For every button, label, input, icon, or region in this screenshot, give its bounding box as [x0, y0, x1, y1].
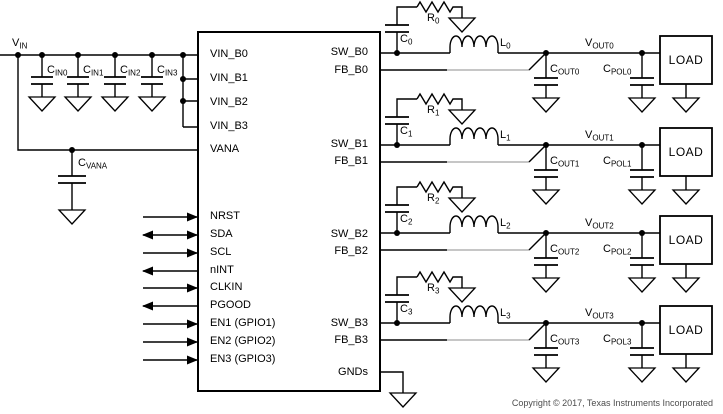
pin-label-sw-b3: SW_B3	[330, 317, 368, 329]
pin-label-vin-b1: VIN_B1	[210, 72, 248, 84]
l0-label: L0	[500, 37, 511, 51]
cin0-plates	[31, 76, 53, 85]
ground-symbol	[101, 96, 129, 112]
pin-label-en1: EN1 (GPIO1)	[210, 317, 276, 329]
pin-label-nint: nINT	[210, 264, 234, 276]
vana-wire	[17, 55, 198, 151]
ground-symbol	[138, 96, 166, 112]
vout3-label: VOUT3	[585, 307, 614, 321]
pin-label-pgood: PGOOD	[210, 299, 251, 311]
cvana-plates	[58, 175, 86, 184]
c3-label: C3	[400, 303, 413, 317]
pin-label-sda: SDA	[210, 228, 233, 240]
copyright-text: Copyright © 2017, Texas Instruments Inco…	[511, 398, 713, 408]
cin3-plates	[141, 76, 163, 85]
input-network	[0, 54, 198, 225]
cout3-label: COUT3	[550, 333, 580, 347]
pin-label-sw-b2: SW_B2	[330, 228, 368, 240]
cin2-label: CIN2	[120, 64, 141, 78]
pin-label-vana: VANA	[210, 143, 240, 155]
vin-net-label: VIN	[12, 37, 28, 51]
r0-label: R0	[427, 12, 440, 26]
input-junction-dots	[15, 52, 186, 153]
gnds-net	[380, 371, 417, 408]
c0-label: C0	[400, 33, 413, 47]
pin-label-gnds: GNDs	[338, 366, 368, 378]
cin0-label: CIN0	[47, 64, 68, 78]
cout1-label: COUT1	[550, 155, 580, 169]
ic-outline	[197, 31, 381, 392]
pin-label-sw-b0: SW_B0	[330, 46, 368, 58]
load-label-1: LOAD	[668, 145, 704, 159]
cout2-label: COUT2	[550, 243, 580, 257]
ground-symbol	[28, 96, 56, 112]
arrow-in-icon	[187, 230, 198, 240]
pin-label-fb-b1: FB_B1	[334, 155, 368, 167]
arrow-in-icon	[187, 337, 198, 347]
r1-label: R1	[427, 104, 440, 118]
pin-label-nrst: NRST	[210, 210, 240, 222]
vout2-label: VOUT2	[585, 217, 614, 231]
pin-label-sw-b1: SW_B1	[330, 138, 368, 150]
cpol3-label: CPOL3	[603, 333, 632, 347]
vout0-label: VOUT0	[585, 37, 614, 51]
cvana-label: CVANA	[78, 157, 108, 171]
cpol2-label: CPOL2	[603, 243, 632, 257]
pin-label-vin-b3: VIN_B3	[210, 120, 248, 132]
r3-label: R3	[427, 282, 440, 296]
arrow-in-icon	[187, 283, 198, 293]
l1-label: L1	[500, 129, 511, 143]
arrow-in-icon	[187, 355, 198, 365]
cin2-plates	[104, 76, 126, 85]
load-label-2: LOAD	[668, 233, 704, 247]
c1-label: C1	[400, 125, 413, 139]
c2-label: C2	[400, 213, 413, 227]
load-label-3: LOAD	[668, 323, 704, 337]
arrow-in-icon	[187, 319, 198, 329]
pin-label-fb-b2: FB_B2	[334, 245, 368, 257]
ground-symbol	[64, 96, 92, 112]
l2-label: L2	[500, 217, 511, 231]
pin-label-en3: EN3 (GPIO3)	[210, 353, 276, 365]
vin-bus	[182, 55, 198, 128]
pin-label-fb-b0: FB_B0	[334, 64, 368, 76]
pin-label-vin-b2: VIN_B2	[210, 96, 248, 108]
load-label-0: LOAD	[668, 53, 704, 67]
arrow-out-icon	[142, 230, 153, 240]
pin-label-clkin: CLKIN	[210, 281, 243, 293]
cin3-label: CIN3	[157, 64, 178, 78]
cpol0-label: CPOL0	[603, 63, 632, 77]
cin1-plates	[67, 76, 89, 85]
l3-label: L3	[500, 307, 511, 321]
pin-label-en2: EN2 (GPIO2)	[210, 335, 276, 347]
pin-label-vin-b0: VIN_B0	[210, 48, 248, 60]
ground-symbol	[58, 209, 86, 225]
arrow-out-icon	[142, 301, 153, 311]
arrow-out-icon	[142, 266, 153, 276]
r2-label: R2	[427, 192, 440, 206]
vout1-label: VOUT1	[585, 129, 614, 143]
pin-label-fb-b3: FB_B3	[334, 334, 368, 346]
arrow-in-icon	[187, 248, 198, 258]
cpol1-label: CPOL1	[603, 155, 632, 169]
control-signal-lines	[143, 216, 197, 361]
arrow-in-icon	[187, 212, 198, 222]
ground-symbol	[389, 392, 417, 408]
cin1-label: CIN1	[83, 64, 104, 78]
pin-label-scl: SCL	[210, 246, 232, 258]
cout0-label: COUT0	[550, 63, 580, 77]
